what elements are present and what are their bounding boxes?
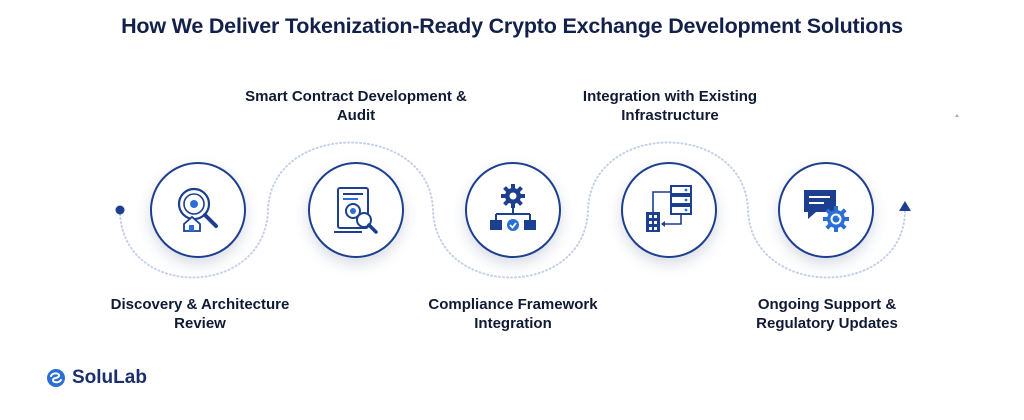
server-integration-icon — [646, 185, 692, 232]
step-5-label-line2: Regulatory Updates — [756, 315, 898, 332]
page-title: How We Deliver Tokenization-Ready Crypto… — [121, 14, 903, 38]
step-4-icon-circle — [621, 162, 717, 258]
step-3-icon-circle — [465, 162, 561, 258]
step-2-label-line1: Smart Contract Development & — [245, 88, 467, 105]
step-5-icon-circle — [778, 162, 874, 258]
step-4-label-line2: Infrastructure — [621, 107, 719, 124]
contract-audit-icon — [334, 187, 378, 234]
flow-start-dot — [115, 205, 125, 215]
step-1-label: Discovery & Architecture Review — [90, 295, 310, 333]
support-chat-gear-icon — [804, 190, 849, 232]
search-house-icon — [177, 187, 218, 232]
step-4-label-line1: Integration with Existing — [582, 88, 758, 105]
brand-name: SoluLab — [72, 367, 147, 388]
step-2-label: Smart Contract Development & Audit — [222, 87, 490, 125]
step-1-label-line2: Review — [174, 315, 226, 332]
step-4-label: Integration with Existing Infrastructure — [560, 87, 780, 125]
compliance-gear-icon — [490, 184, 536, 231]
flow-end-arrow-icon — [899, 201, 911, 211]
step-3-label: Compliance Framework Integration — [405, 295, 621, 333]
step-1-icon-circle — [150, 162, 246, 258]
brand-logo: SoluLab — [46, 367, 147, 389]
step-3-label-line2: Integration — [474, 315, 552, 332]
step-1-label-line1: Discovery & Architecture — [110, 296, 290, 313]
step-5-label: Ongoing Support & Regulatory Updates — [727, 295, 927, 333]
step-5-label-line1: Ongoing Support & — [757, 296, 897, 313]
step-2-icon-circle — [308, 162, 404, 258]
solulab-logo-icon — [47, 369, 65, 387]
decorative-mark-icon — [955, 114, 959, 117]
step-3-label-line1: Compliance Framework — [428, 296, 598, 313]
step-2-label-line2: Audit — [336, 107, 376, 124]
